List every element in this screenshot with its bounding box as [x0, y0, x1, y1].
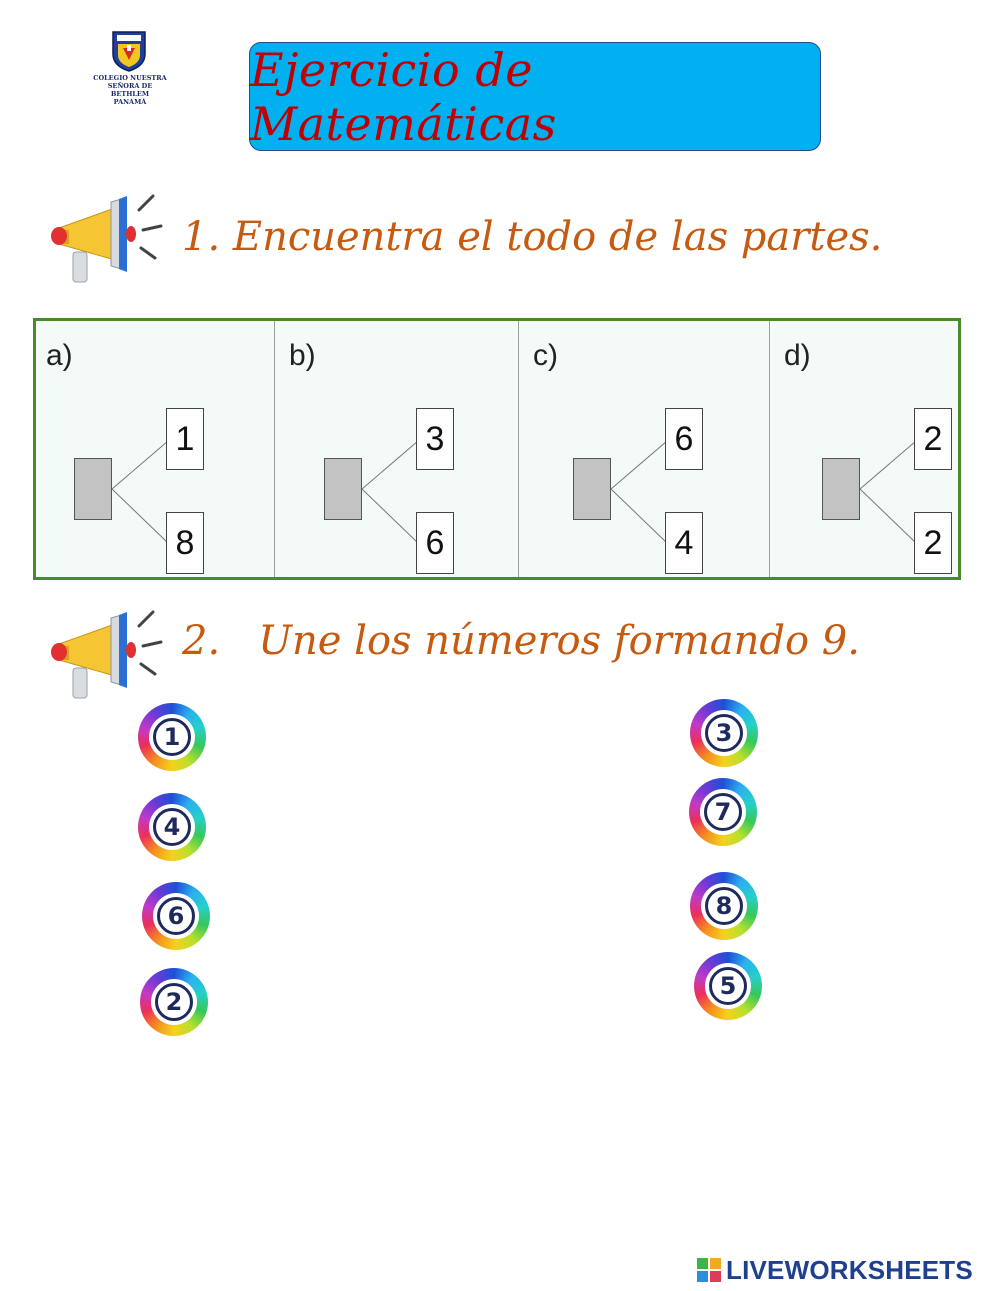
- whole-answer-box[interactable]: [324, 458, 362, 520]
- part-box-top: 1: [166, 408, 204, 470]
- number-value: 3: [705, 714, 743, 752]
- number-value: 8: [705, 887, 743, 925]
- number-value: 6: [157, 897, 195, 935]
- whole-answer-box[interactable]: [573, 458, 611, 520]
- whole-answer-box[interactable]: [74, 458, 112, 520]
- number-circle-left[interactable]: 1: [138, 703, 206, 771]
- section1-heading: 1. Encuentra el todo de las partes.: [182, 214, 883, 260]
- megaphone-icon: [51, 194, 163, 283]
- brand-logo-icon: [697, 1258, 721, 1282]
- liveworksheets-brand: LIVEWORKSHEETS: [697, 1255, 973, 1285]
- number-value: 5: [709, 967, 747, 1005]
- problem-letter: d): [784, 339, 811, 372]
- problem-c: c) 6 4: [519, 321, 770, 577]
- part-box-bottom: 2: [914, 512, 952, 574]
- problem-letter: c): [533, 339, 558, 372]
- logo-text-line: SEÑORA DE BETHLEM: [107, 82, 153, 98]
- number-value: 2: [155, 983, 193, 1021]
- section2-heading: 2. Une los números formando 9.: [182, 618, 860, 664]
- title-banner: Ejercicio de Matemáticas: [249, 42, 821, 151]
- school-crest-icon: [112, 31, 146, 72]
- problem-b: b) 3 6: [275, 321, 519, 577]
- problem-letter: a): [46, 339, 73, 372]
- logo-text-line: PANAMÁ: [113, 98, 147, 106]
- number-circle-right[interactable]: 8: [690, 872, 758, 940]
- number-value: 1: [153, 718, 191, 756]
- problem-a: a) 1 8: [36, 321, 275, 577]
- number-circle-left[interactable]: 6: [142, 882, 210, 950]
- part-box-top: 2: [914, 408, 952, 470]
- megaphone-icon: [51, 610, 163, 699]
- parts-whole-panel: a) 1 8 b) 3 6 c) 6 4 d): [33, 318, 961, 580]
- number-circle-left[interactable]: 4: [138, 793, 206, 861]
- logo-text-line: COLEGIO NUESTRA: [93, 74, 167, 82]
- number-circle-right[interactable]: 7: [689, 778, 757, 846]
- connector-lines: [361, 440, 419, 544]
- brand-name: LIVEWORKSHEETS: [726, 1254, 973, 1285]
- number-circle-left[interactable]: 2: [140, 968, 208, 1036]
- whole-answer-box[interactable]: [822, 458, 860, 520]
- problem-letter: b): [289, 339, 316, 372]
- connector-lines: [111, 440, 169, 544]
- problem-d: d) 2 2: [770, 321, 958, 577]
- connector-lines: [859, 440, 917, 544]
- school-logo: COLEGIO NUESTRA SEÑORA DE BETHLEM PANAMÁ: [88, 30, 172, 106]
- number-circle-right[interactable]: 5: [694, 952, 762, 1020]
- part-box-bottom: 8: [166, 512, 204, 574]
- number-value: 7: [704, 793, 742, 831]
- number-value: 4: [153, 808, 191, 846]
- page-title: Ejercicio de Matemáticas: [250, 42, 557, 151]
- connector-lines: [610, 440, 668, 544]
- part-box-top: 6: [665, 408, 703, 470]
- number-circle-right[interactable]: 3: [690, 699, 758, 767]
- part-box-bottom: 4: [665, 512, 703, 574]
- part-box-top: 3: [416, 408, 454, 470]
- part-box-bottom: 6: [416, 512, 454, 574]
